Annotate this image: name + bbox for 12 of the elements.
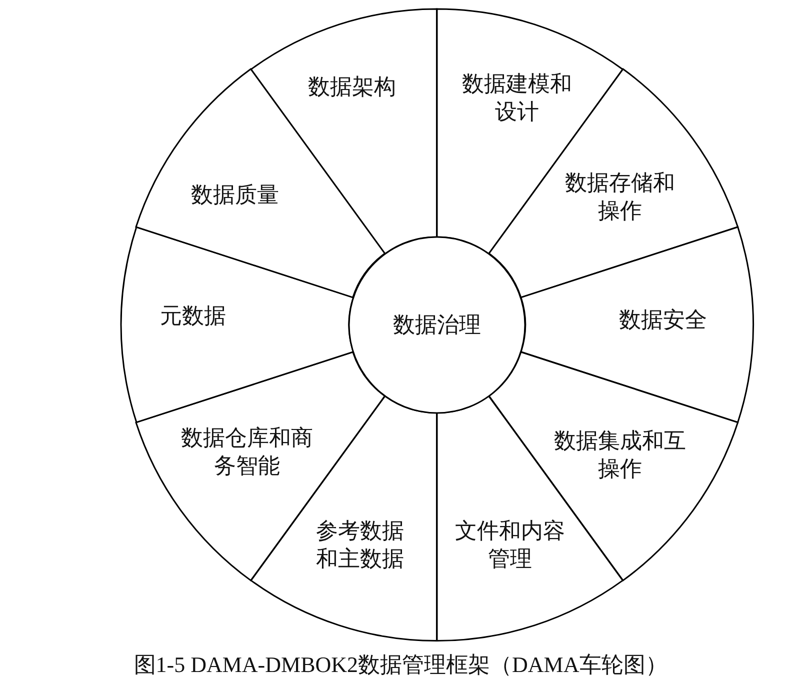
sector-label: 数据架构 [308,73,396,101]
sector-label: 数据质量 [190,180,279,209]
sector-label: 数据集成和互操作 [552,426,687,483]
sector-label: 元数据 [160,302,226,330]
sector-label: 数据治理 [393,311,481,339]
sector-label: 参考数据和主数据 [314,516,405,573]
sector-label: 数据建模和设计 [461,70,573,126]
sector-label: 数据安全 [618,306,707,334]
figure-caption: 图1-5 DAMA-DMBOK2数据管理框架（DAMA车轮图） [134,651,668,679]
sector-label: 文件和内容管理 [454,516,566,573]
sector-label: 数据仓库和商务智能 [180,424,314,480]
sector-label: 数据存储和操作 [564,168,676,225]
